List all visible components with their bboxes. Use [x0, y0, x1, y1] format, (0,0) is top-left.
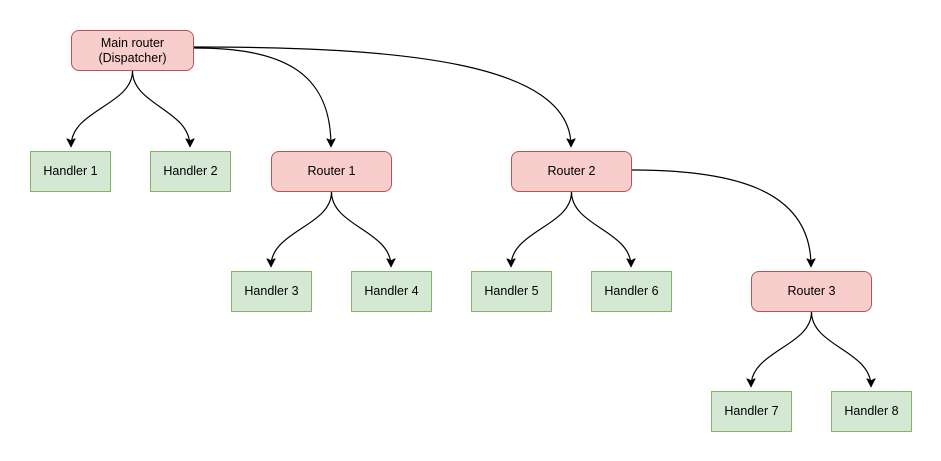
edge-router2-to-handler-6	[570, 191, 632, 266]
edge-group	[71, 46, 872, 386]
node-router-3[interactable]: Router 3	[751, 271, 872, 312]
edge-main-to-router-2	[193, 46, 571, 146]
node-label: Router 2	[547, 164, 596, 178]
node-label: Handler 8	[844, 404, 899, 418]
node-label: Handler 2	[163, 164, 218, 178]
edge-router2-to-router-3	[631, 169, 811, 266]
edge-router1-to-handler-4	[330, 191, 392, 266]
node-handler-4[interactable]: Handler 4	[351, 271, 432, 312]
node-handler-6[interactable]: Handler 6	[591, 271, 672, 312]
edge-router2-to-handler-5	[511, 191, 573, 266]
edge-main-to-handler-1	[71, 70, 134, 146]
node-handler-3[interactable]: Handler 3	[231, 271, 312, 312]
node-handler-2[interactable]: Handler 2	[150, 151, 231, 192]
node-handler-8[interactable]: Handler 8	[831, 391, 912, 432]
node-main-router[interactable]: Main router (Dispatcher)	[71, 30, 194, 71]
edge-router3-to-handler-8	[810, 311, 872, 386]
edge-router1-to-handler-3	[271, 191, 333, 266]
node-label: Router 3	[787, 284, 836, 298]
edge-main-to-router-1	[193, 47, 331, 146]
node-label: Handler 4	[364, 284, 419, 298]
node-label: Handler 1	[43, 164, 98, 178]
node-label: Handler 6	[604, 284, 659, 298]
node-handler-1[interactable]: Handler 1	[30, 151, 111, 192]
node-handler-7[interactable]: Handler 7	[711, 391, 792, 432]
node-label: Main router (Dispatcher)	[98, 35, 167, 65]
node-label: Handler 7	[724, 404, 779, 418]
node-label: Handler 3	[244, 284, 299, 298]
edge-router3-to-handler-7	[751, 311, 813, 386]
node-handler-5[interactable]: Handler 5	[471, 271, 552, 312]
node-router-2[interactable]: Router 2	[511, 151, 632, 192]
node-label: Handler 5	[484, 284, 539, 298]
edge-main-to-handler-2	[131, 70, 191, 146]
node-router-1[interactable]: Router 1	[271, 151, 392, 192]
node-label: Router 1	[307, 164, 356, 178]
